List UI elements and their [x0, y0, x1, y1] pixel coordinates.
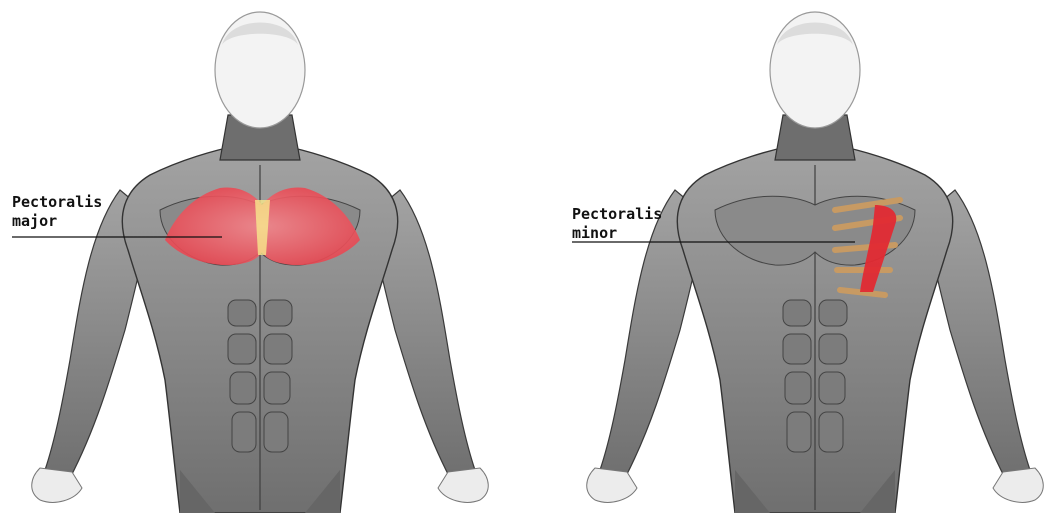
figure-left [12, 12, 488, 513]
label-pectoralis-minor: Pectoralis minor [572, 205, 662, 243]
label-minor-line2: minor [572, 224, 662, 243]
label-pectoralis-major: Pectoralis major [12, 193, 102, 231]
label-major-line2: major [12, 212, 102, 231]
label-minor-line1: Pectoralis [572, 205, 662, 224]
label-major-line1: Pectoralis [12, 193, 102, 212]
figure-right [572, 12, 1043, 513]
